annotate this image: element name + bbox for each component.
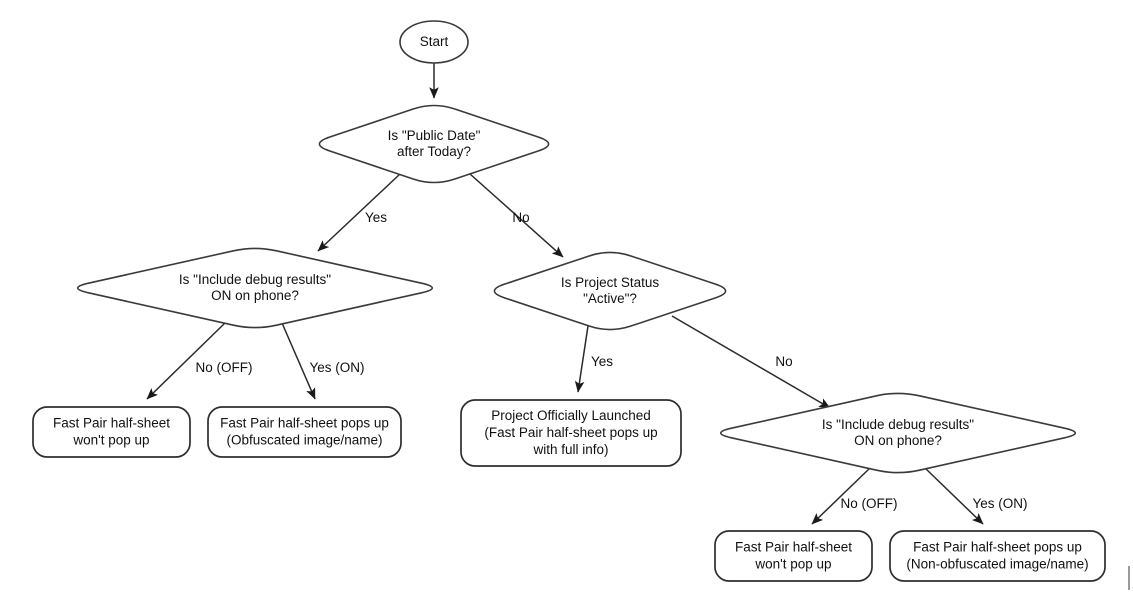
edge-label-yes-public-date: Yes (365, 210, 387, 225)
node-decision-public-date[interactable]: Is "Public Date"after Today? (318, 104, 550, 184)
edge-label-no-project-status: No (775, 354, 792, 369)
edge-label-no-public-date: No (512, 210, 529, 225)
terminal-box-non-obfuscated[interactable] (889, 530, 1106, 582)
decision-diamond-public-date[interactable] (318, 104, 550, 184)
node-decision-debug-left[interactable]: Is "Include debug results"ON on phone? (76, 247, 434, 329)
edge-decision3-no (671, 315, 831, 409)
edge-decision3-yes (574, 325, 589, 393)
edge-decision4-no-off (811, 467, 871, 525)
decision-diamond-project-status[interactable] (493, 251, 727, 331)
node-terminal-non-obfuscated[interactable]: Fast Pair half-sheet pops up(Non-obfusca… (889, 530, 1106, 582)
edge-label-no-off-right: No (OFF) (841, 496, 898, 511)
edge-label-yes-on-left: Yes (ON) (309, 360, 364, 375)
decision-diamond-debug-left[interactable] (76, 247, 434, 329)
edge-decision2-no-off (146, 322, 226, 400)
edge-decision1-yes (317, 173, 401, 252)
edge-label-group: Yes No No (OFF) Yes (ON) Yes No No (OFF)… (196, 210, 1028, 511)
edge-decision4-yes-on (924, 467, 984, 525)
edge-label-no-off-left: No (OFF) (196, 360, 253, 375)
start-label: Start (420, 34, 449, 49)
node-terminal-officially-launched[interactable]: Project Officially Launched(Fast Pair ha… (460, 399, 682, 467)
terminal-box-no-popup-right[interactable] (714, 530, 873, 582)
terminal-box-obfuscated[interactable] (207, 406, 402, 458)
terminal-box-officially-launched[interactable] (460, 399, 682, 467)
node-terminal-obfuscated[interactable]: Fast Pair half-sheet pops up(Obfuscated … (207, 406, 402, 458)
decision-diamond-debug-right[interactable] (719, 392, 1077, 474)
edge-group (146, 63, 984, 525)
edge-label-yes-project-status: Yes (591, 354, 613, 369)
terminal-label-officially-launched: Project Officially Launched(Fast Pair ha… (484, 408, 657, 457)
decision-label-public-date: Is "Public Date"after Today? (388, 128, 481, 159)
start-ellipse[interactable] (399, 20, 469, 64)
node-decision-project-status[interactable]: Is Project Status"Active"? (493, 251, 727, 331)
decision-label-project-status: Is Project Status"Active"? (561, 275, 660, 306)
node-decision-debug-right[interactable]: Is "Include debug results"ON on phone? (719, 392, 1077, 474)
edge-label-yes-on-right: Yes (ON) (972, 496, 1027, 511)
edge-decision2-yes-on (281, 322, 316, 400)
terminal-label-non-obfuscated: Fast Pair half-sheet pops up(Non-obfusca… (906, 539, 1088, 571)
edge-decision1-no (469, 173, 564, 258)
decision-label-debug-left: Is "Include debug results"ON on phone? (179, 272, 331, 303)
terminal-box-no-popup-left[interactable] (32, 406, 191, 458)
decision-label-debug-right: Is "Include debug results"ON on phone? (822, 417, 974, 448)
terminal-label-obfuscated: Fast Pair half-sheet pops up(Obfuscated … (220, 415, 389, 447)
node-start[interactable]: Start (399, 20, 469, 64)
